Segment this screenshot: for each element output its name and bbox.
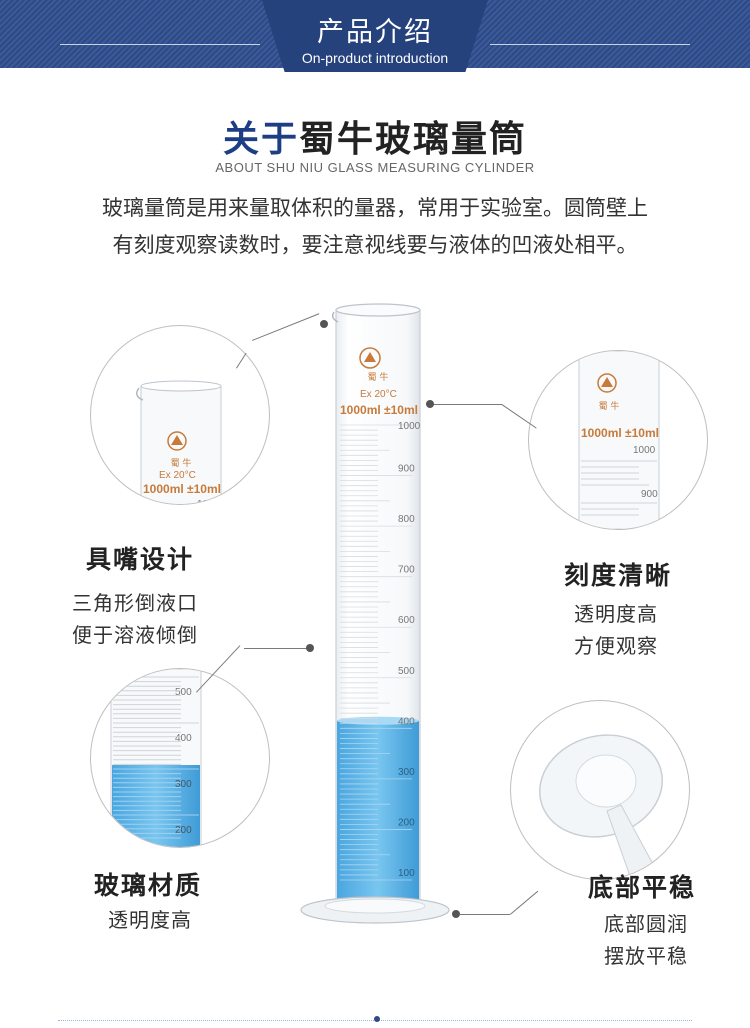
connector-base — [460, 914, 510, 915]
page-subtitle: ABOUT SHU NIU GLASS MEASURING CYLINDER — [215, 160, 535, 175]
connector-spout — [252, 313, 320, 341]
description-line-1: 玻璃量筒是用来量取体积的量器，常用于实验室。圆筒壁上 — [102, 196, 648, 220]
svg-text:蜀 牛: 蜀 牛 — [599, 400, 620, 412]
feature-base-line-1: 底部圆润 — [604, 912, 688, 936]
banner-subtitle: On-product introduction — [301, 50, 449, 66]
svg-text:蜀 牛: 蜀 牛 — [171, 457, 192, 469]
scale-label: 200 — [398, 817, 415, 828]
description-line-2: 有刻度观察读数时，要注意视线要与液体的凹液处相平。 — [112, 233, 638, 257]
feature-glass-title: 玻璃材质 — [94, 871, 203, 900]
feature-scale-line-2: 方便观察 — [574, 634, 658, 658]
brand-logo — [359, 347, 381, 369]
pointer-dot-glass — [306, 644, 314, 652]
page-title-accent: 关于 — [222, 119, 299, 160]
zoom-scale-circle: 蜀 牛 1000ml ±10ml 1000 900 — [528, 350, 708, 530]
cylinder-rim — [335, 303, 421, 317]
svg-text:1000: 1000 — [197, 499, 220, 504]
feature-glass-line-1: 透明度高 — [108, 908, 192, 932]
cylinder-base — [300, 896, 450, 924]
pointer-dot-spout — [320, 320, 328, 328]
connector-scale — [432, 404, 502, 405]
scale-label: 500 — [398, 666, 415, 677]
banner-title: 产品介绍 — [317, 17, 433, 48]
banner-divider-left — [60, 44, 260, 45]
banner-tab — [262, 0, 488, 72]
feature-scale-title: 刻度清晰 — [564, 561, 673, 590]
feature-spout-title: 具嘴设计 — [86, 545, 195, 574]
scale-label: 100 — [398, 868, 415, 879]
feature-spout-line-1: 三角形倒液口 — [72, 591, 198, 615]
svg-text:500: 500 — [175, 687, 192, 698]
scale-label: 900 — [398, 464, 415, 475]
cylinder-liquid — [337, 720, 419, 900]
feature-scale-line-1: 透明度高 — [574, 602, 658, 626]
pointer-dot-scale — [426, 400, 434, 408]
svg-text:400: 400 — [175, 733, 192, 744]
zoom-glass-circle: 500 400 300 200 — [90, 668, 270, 848]
svg-text:Ex 20°C: Ex 20°C — [159, 470, 196, 481]
cylinder-graduations: 1000 900 800 700 600 500 400 300 200 100 — [340, 421, 421, 881]
liquid-surface — [337, 716, 419, 725]
svg-text:900: 900 — [641, 489, 658, 500]
cylinder-spout — [331, 311, 339, 323]
scale-label: 700 — [398, 565, 415, 576]
description: 玻璃量筒是用来量取体积的量器，常用于实验室。圆筒壁上 有刻度观察读数时，要注意视… — [60, 190, 690, 264]
scale-label: 400 — [398, 716, 415, 727]
svg-text:1000ml ±10ml: 1000ml ±10ml — [143, 482, 221, 496]
svg-text:1000: 1000 — [633, 445, 656, 456]
zoom-base-circle — [510, 700, 690, 880]
scale-label: 1000 — [398, 421, 421, 432]
scale-label: 600 — [398, 615, 415, 626]
banner-divider-right — [490, 44, 690, 45]
brand-chars: 蜀 牛 — [368, 371, 389, 383]
connector-glass — [244, 648, 310, 649]
bottom-divider-marker — [374, 1016, 380, 1022]
scale-label: 300 — [398, 767, 415, 778]
zoom-spout-circle: 蜀 牛 Ex 20°C 1000ml ±10ml 1000 — [90, 325, 270, 505]
page-title: 关于蜀牛玻璃量筒 — [0, 110, 750, 162]
pointer-dot-base — [452, 910, 460, 918]
page-title-main: 蜀牛玻璃量筒 — [299, 119, 528, 160]
svg-text:200: 200 — [175, 825, 192, 836]
feature-base-line-2: 摆放平稳 — [604, 944, 688, 968]
connector-base-b — [510, 890, 539, 915]
feature-spout-line-2: 便于溶液倾倒 — [72, 623, 198, 647]
feature-base-title: 底部平稳 — [588, 873, 697, 902]
capacity-label: 1000ml ±10ml — [340, 403, 418, 417]
ex-label: Ex 20°C — [360, 389, 397, 400]
cylinder-tube — [335, 309, 421, 901]
svg-text:1000ml ±10ml: 1000ml ±10ml — [581, 426, 659, 440]
svg-text:300: 300 — [175, 779, 192, 790]
scale-label: 800 — [398, 514, 415, 525]
